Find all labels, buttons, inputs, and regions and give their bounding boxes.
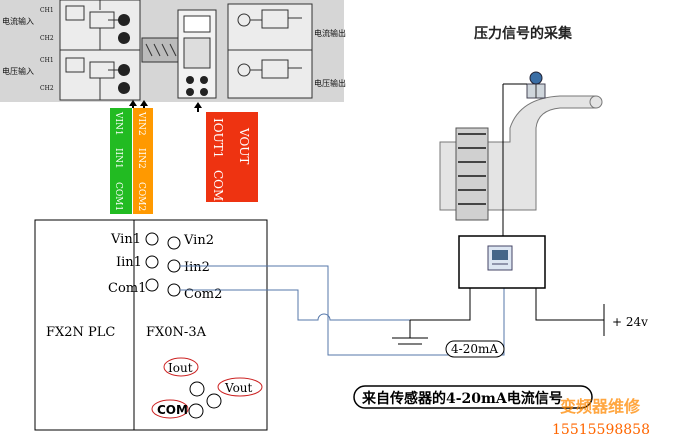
photo-label: CH2 <box>40 35 54 42</box>
terminal-label: Com2 <box>184 287 222 302</box>
red-tag: IOUT1 COM VOUT <box>206 112 258 202</box>
terminal-vin2 <box>167 236 181 250</box>
watermark: 变频器维修 15515598858 <box>552 397 650 438</box>
photo-label: CH2 <box>40 85 54 92</box>
terminal-label: Com1 <box>108 281 146 296</box>
terminal-iin2 <box>167 259 181 273</box>
terminal-com1 <box>145 278 159 292</box>
terminal-label: Vin1 <box>110 232 141 247</box>
photo-label: 电流输出 <box>314 28 346 38</box>
plc-name: FX2N PLC <box>46 325 115 340</box>
output-label: Vout <box>224 381 253 395</box>
photo-label: CH1 <box>40 7 54 14</box>
tag-text: COM <box>211 170 225 201</box>
terminal-com <box>188 403 204 419</box>
tag-text: VOUT <box>237 127 251 164</box>
terminal-label: Iin2 <box>184 260 210 275</box>
signal-arrows <box>129 100 202 112</box>
output-label: COM <box>157 403 188 417</box>
terminal-iout <box>189 381 205 397</box>
terminal-label: Iin1 <box>116 255 142 270</box>
photo-label: CH1 <box>40 57 54 64</box>
wiring <box>180 265 505 356</box>
pipe-illustration <box>439 71 603 236</box>
output-vout-marker <box>217 377 263 397</box>
terminal-vout <box>206 393 222 409</box>
photo-label: 电压输入 <box>2 66 34 76</box>
caption-box: 来自传感器的4-20mA电流信号 <box>353 385 593 409</box>
terminal-label: Vin2 <box>183 233 214 248</box>
ground-wiring <box>392 288 605 345</box>
diagram-title: 压力信号的采集 <box>474 25 573 42</box>
tag-text: VIN1 <box>113 111 123 136</box>
tag-text: COM1 <box>113 182 123 211</box>
supply-label: + 24v <box>612 315 648 329</box>
tag-text: VIN2 <box>136 111 146 136</box>
green-tag: VIN1 IIN1 COM1 <box>110 108 132 214</box>
output-com-marker <box>151 399 189 419</box>
watermark-phone: 15515598858 <box>552 422 650 438</box>
tag-text: IIN1 <box>113 148 123 169</box>
tag-text: IIN2 <box>136 148 146 169</box>
transmitter-box <box>458 235 546 289</box>
orange-tag: VIN2 IIN2 COM2 <box>133 108 153 214</box>
watermark-text: 变频器维修 <box>560 397 641 416</box>
photo-label: 电流输入 <box>2 16 34 26</box>
output-iout-marker <box>163 357 199 377</box>
tag-text: IOUT1 <box>211 118 225 158</box>
tag-text: COM2 <box>136 182 146 211</box>
current-label: 4-20mA <box>451 342 498 356</box>
terminal-com2 <box>167 283 181 297</box>
module-photo: 电流输入 电压输入 CH1 CH2 CH1 CH2 电流输出 电压输出 <box>0 0 346 102</box>
photo-label: 电压输出 <box>314 78 346 88</box>
output-label: Iout <box>168 361 193 375</box>
terminal-vin1 <box>145 232 159 246</box>
plc-box: FX2N PLC FX0N-3A Vin1 Iin1 Com1 Vin2 Iin… <box>34 219 268 431</box>
current-label-box: 4-20mA <box>445 340 505 358</box>
terminal-iin1 <box>145 255 159 269</box>
caption-text: 来自传感器的4-20mA电流信号 <box>361 390 563 407</box>
module-name: FX0N-3A <box>146 325 207 340</box>
